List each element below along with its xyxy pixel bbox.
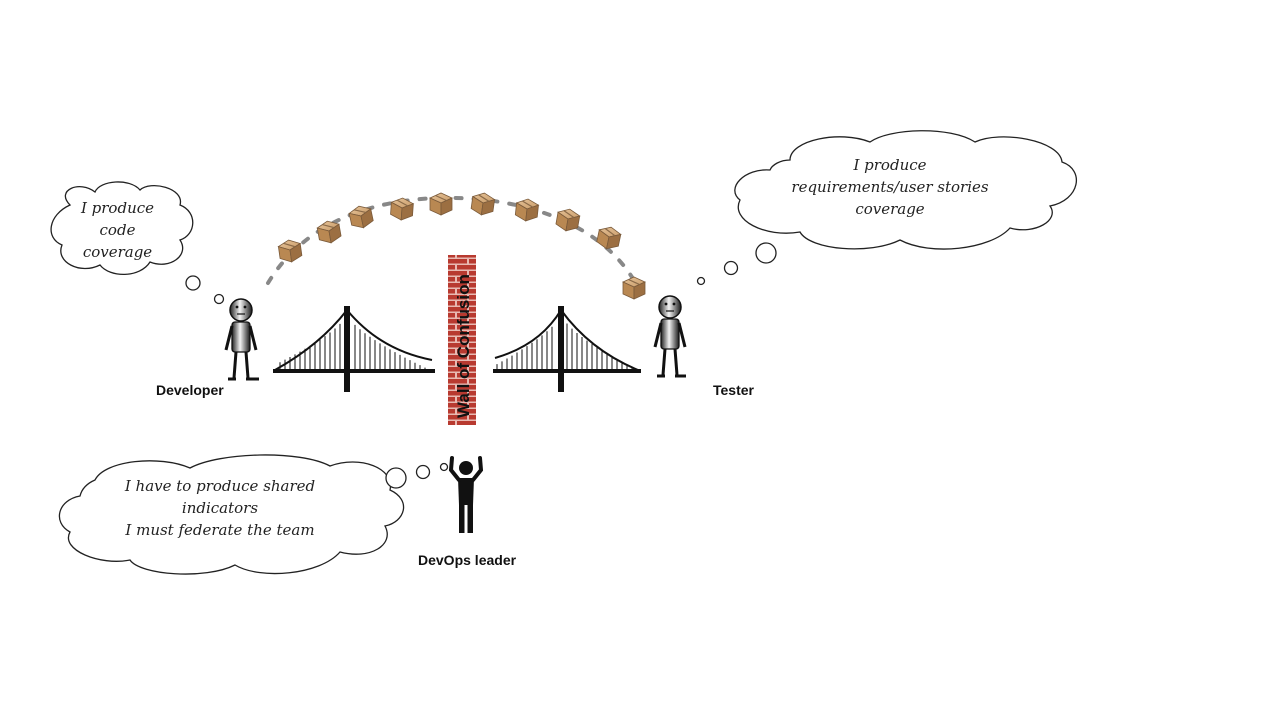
package-box [316, 220, 342, 244]
devops-thought-bubble [415, 464, 431, 480]
package-box [596, 226, 622, 250]
package-box [622, 276, 646, 300]
tester-thought-bubble [723, 260, 739, 276]
package-box [470, 192, 496, 216]
left-bridge [273, 306, 435, 392]
package-box [348, 205, 374, 229]
tester-thought-cloud [696, 130, 1077, 286]
tester-thought-text: I produce requirements/user stories cove… [791, 156, 989, 218]
package-box [514, 198, 540, 222]
devops-leader-figure [448, 456, 484, 533]
devops-thought-bubble [385, 467, 407, 489]
developer-thought-cloud [50, 181, 225, 305]
tester-thought-bubble [755, 242, 777, 264]
tester-label: Tester [713, 382, 754, 398]
package-box [390, 197, 415, 221]
package-box [555, 208, 581, 232]
developer-thought-text: I produce code coverage [80, 199, 155, 261]
wall-label: Wall of Confusion [454, 274, 473, 418]
package-boxes [277, 192, 646, 300]
devops-leader-label: DevOps leader [418, 552, 517, 568]
right-bridge [493, 306, 641, 392]
devops-thought-text: I have to produce shared indicators I mu… [124, 477, 316, 539]
devops-thought-bubble [439, 462, 449, 472]
developer-thought-bubble [213, 293, 225, 305]
developer-thought-bubble [185, 275, 201, 291]
tester-figure [653, 295, 687, 378]
package-box [429, 192, 453, 216]
package-box [277, 239, 303, 263]
developer-figure [224, 298, 259, 381]
devops-thought-cloud [58, 454, 449, 575]
wall-of-confusion: Wall of Confusion [448, 255, 476, 425]
tester-thought-bubble [696, 276, 706, 286]
developer-label: Developer [156, 382, 224, 398]
